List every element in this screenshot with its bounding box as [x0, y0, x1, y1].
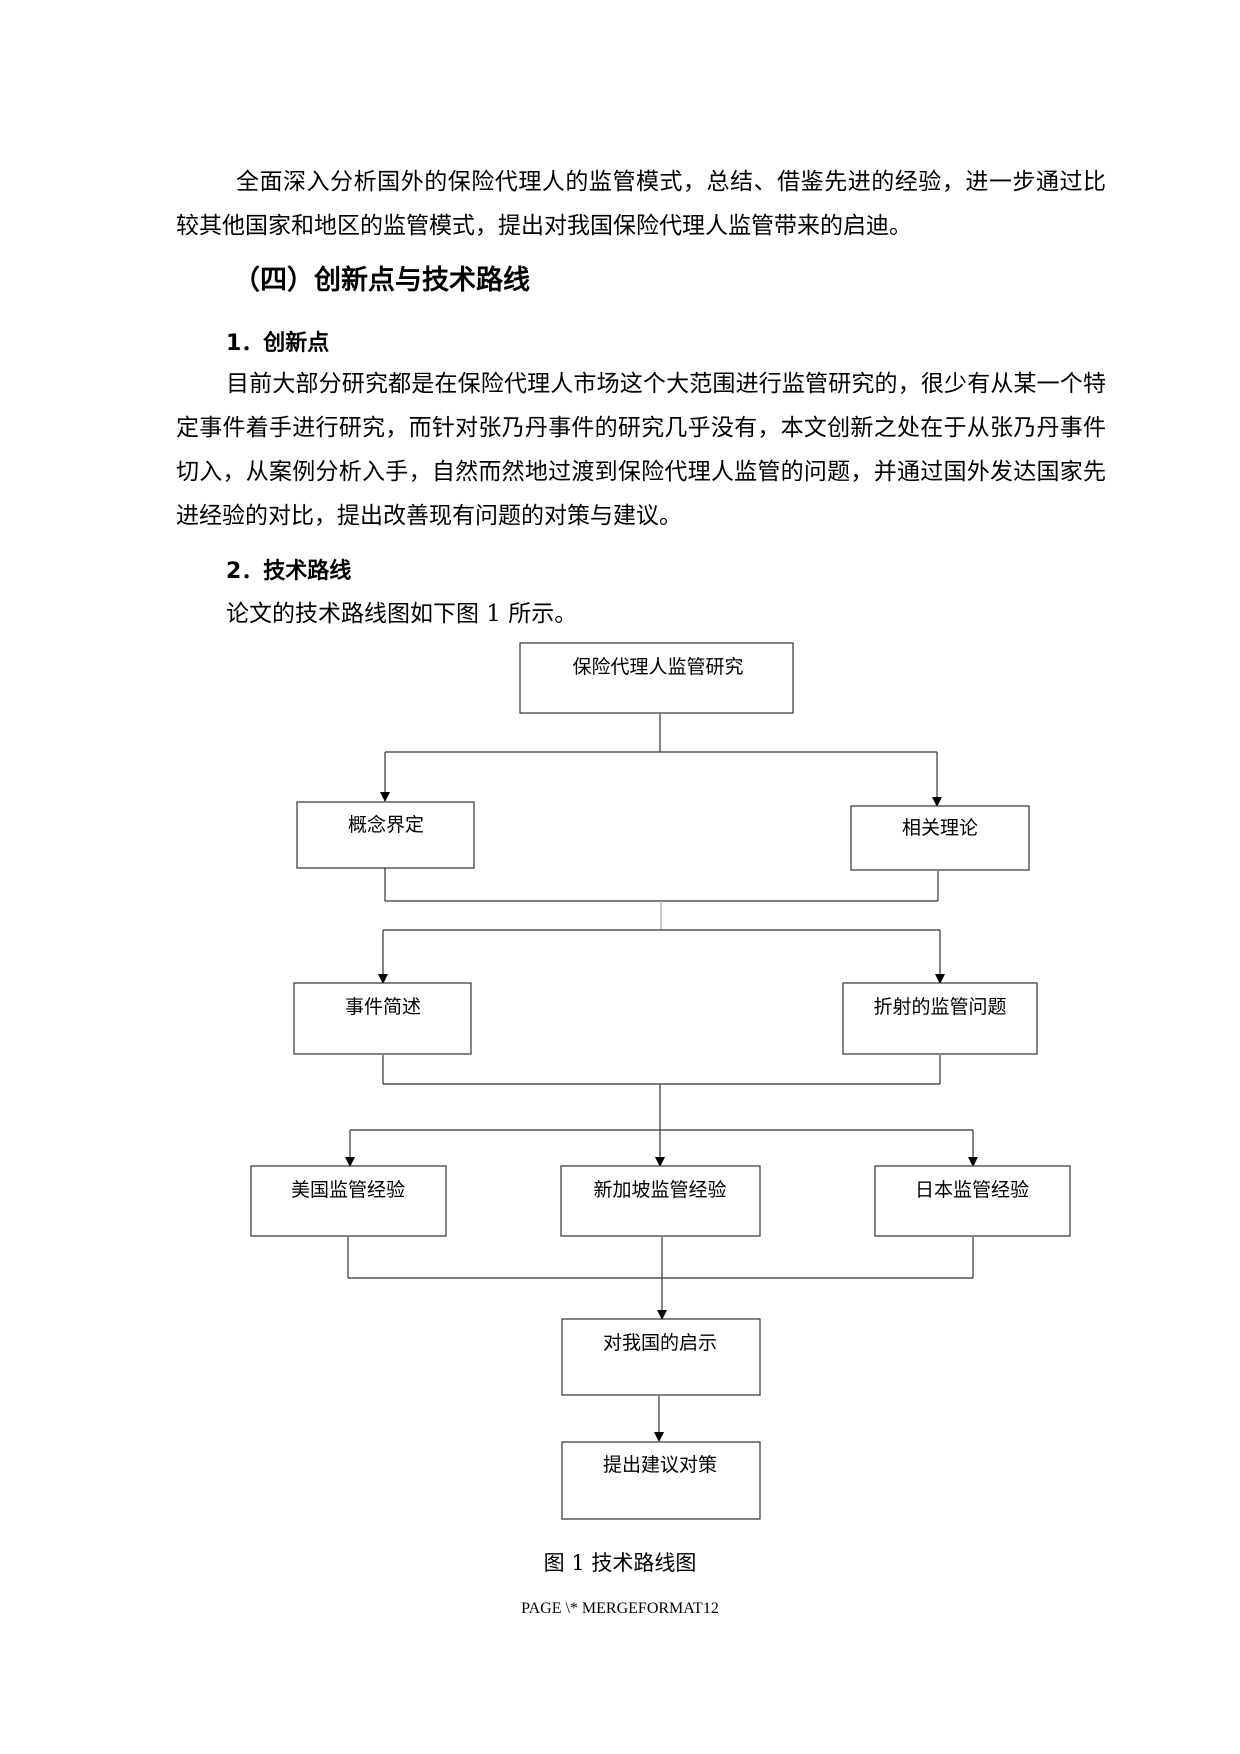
flow-label-japan: 日本监管经验	[915, 1179, 1029, 1201]
flow-label-inspiration: 对我国的启示	[603, 1332, 717, 1354]
flow-box-usa	[250, 1165, 447, 1237]
flow-box-event	[293, 982, 472, 1055]
page-footer: PAGE \* MERGEFORMAT12	[521, 1600, 719, 1617]
innovation-heading: 1．创新点	[226, 331, 330, 356]
roadmap-heading: 2．技术路线	[226, 559, 352, 584]
flow-label-usa: 美国监管经验	[291, 1179, 405, 1201]
flow-box-concept	[296, 801, 475, 869]
flow-box-singapore	[560, 1165, 761, 1237]
section-heading: （四）创新点与技术路线	[233, 265, 530, 296]
flow-label-theory: 相关理论	[902, 817, 978, 839]
flow-box-suggestions	[561, 1441, 761, 1520]
flow-box-japan	[874, 1165, 1071, 1237]
flow-box-theory	[850, 805, 1030, 871]
innovation-paragraph: 目前大部分研究都是在保险代理人市场这个大范围进行监管研究的，很少有从某一个特定事…	[176, 371, 1106, 529]
flow-label-problem: 折射的监管问题	[873, 996, 1006, 1018]
figure-caption: 图 1 技术路线图	[543, 1551, 697, 1575]
flow-label-event: 事件简述	[345, 996, 421, 1018]
flow-box-top	[519, 642, 794, 714]
flow-label-suggestions: 提出建议对策	[603, 1454, 717, 1476]
flow-box-problem	[842, 982, 1038, 1055]
intro-paragraph: 全面深入分析国外的保险代理人的监管模式，总结、借鉴先进的经验，进一步通过比较其他…	[176, 169, 1106, 239]
flow-label-concept: 概念界定	[348, 813, 424, 836]
flow-label-top: 保险代理人监管研究	[572, 656, 743, 678]
flow-label-singapore: 新加坡监管经验	[593, 1179, 726, 1201]
flow-box-inspiration	[561, 1318, 761, 1396]
roadmap-paragraph: 论文的技术路线图如下图 1 所示。	[226, 601, 578, 627]
